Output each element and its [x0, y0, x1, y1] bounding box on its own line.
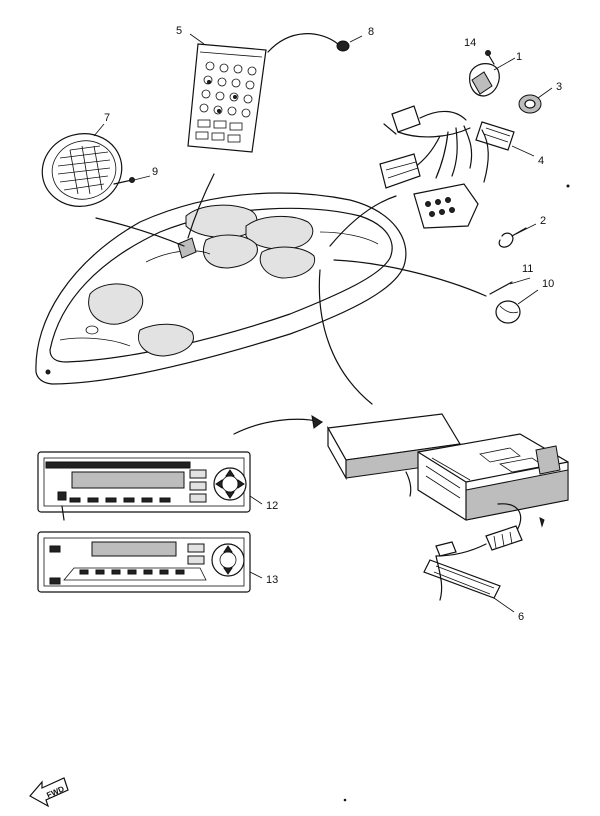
remote-lead-line	[267, 33, 339, 53]
dot-mark	[566, 184, 570, 188]
speaker-grille	[41, 133, 123, 207]
forward-arrow-icon: FWD	[29, 777, 69, 808]
callout-11: 11	[522, 263, 533, 275]
speaker-location-line-2	[95, 217, 185, 247]
install-arrow-line	[233, 418, 323, 435]
callout-2: 2	[540, 215, 546, 227]
screw-part-11	[489, 281, 513, 295]
callout-3: 3	[556, 81, 562, 93]
cap-part-10	[495, 300, 521, 324]
wire-harness	[379, 105, 515, 229]
boat-hull	[35, 192, 407, 385]
clip-part-1	[469, 63, 500, 97]
callout-12: 12	[266, 500, 278, 512]
callout-13: 13	[266, 574, 278, 586]
cap-location-line	[333, 259, 487, 297]
install-arrowhead	[311, 415, 323, 429]
callout-4: 4	[538, 155, 544, 167]
callout-6: 6	[518, 611, 524, 623]
head-unit-body	[405, 433, 569, 528]
callout-8: 8	[368, 26, 374, 38]
callout-1: 1	[516, 51, 522, 63]
callout-leaders	[93, 33, 553, 613]
callout-14: 14	[464, 37, 476, 49]
harness-location-line	[329, 195, 397, 247]
screw-part-14	[485, 50, 495, 65]
faceplate-12	[37, 451, 251, 521]
callout-5: 5	[176, 25, 182, 37]
grommet-part-3	[518, 94, 542, 114]
band-part-2	[498, 227, 527, 248]
unit-location-line	[318, 269, 373, 405]
callout-9: 9	[152, 166, 158, 178]
dot-mark-2	[343, 798, 347, 802]
cap-part-8	[336, 40, 350, 52]
callout-7: 7	[104, 112, 110, 124]
remote-control	[187, 43, 267, 153]
speaker-location-line	[187, 173, 215, 239]
callout-labels: 1 2 3 4 5 6 7 8 9 10 11 12 13 14	[104, 25, 562, 623]
callout-10: 10	[542, 278, 554, 290]
faceplate-13	[37, 531, 251, 593]
